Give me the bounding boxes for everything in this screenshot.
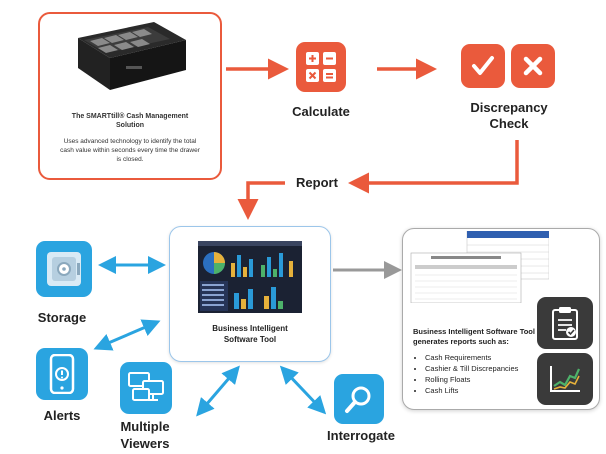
reports-list: Cash Requirements Cashier & Till Discrep… xyxy=(415,353,549,397)
phone-alert-icon xyxy=(36,348,88,400)
alerts-label: Alerts xyxy=(43,408,81,423)
calculate-label: Calculate xyxy=(292,104,350,119)
software-screenshot xyxy=(198,241,302,313)
cash-drawer-icon xyxy=(78,22,186,90)
report-item: Cash Lifts xyxy=(425,386,549,397)
safe-icon xyxy=(36,241,92,297)
report-item: Cash Requirements xyxy=(425,353,549,364)
arrow-interrogate xyxy=(279,365,327,415)
interrogate-label: Interrogate xyxy=(327,428,395,443)
report-item: Rolling Floats xyxy=(425,375,549,386)
trend-chart-icon xyxy=(537,353,593,405)
check-icon xyxy=(461,44,505,88)
reports-box: Business Intelligent Software Tool gener… xyxy=(402,228,600,410)
report-table-preview xyxy=(410,231,549,303)
product-box: The SMARTtill® Cash Management Solution … xyxy=(38,12,222,180)
arrow-discrepancy-to-report xyxy=(348,140,519,194)
hub-box: Business Intelligent Software Tool xyxy=(169,226,331,362)
reports-intro: Business Intelligent Software Tool gener… xyxy=(413,327,535,346)
calculator-icon xyxy=(296,42,346,92)
hub-title: Business Intelligent Software Tool xyxy=(212,324,288,344)
monitors-icon xyxy=(120,362,172,414)
storage-label: Storage xyxy=(37,310,87,325)
arrow-alerts xyxy=(93,319,161,351)
magnifier-icon xyxy=(334,374,384,424)
product-description: Uses advanced technology to identify the… xyxy=(60,138,200,163)
multiple-viewers-label: Multiple Viewers xyxy=(120,419,170,451)
report-item: Cashier & Till Discrepancies xyxy=(425,364,549,375)
discrepancy-check-label: Discrepancy Check xyxy=(470,100,548,131)
product-title: The SMARTtill® Cash Management Solution xyxy=(71,113,189,130)
cross-icon xyxy=(511,44,555,88)
report-label: Report xyxy=(296,175,338,190)
arrow-report-to-hub xyxy=(237,181,285,220)
arrow-viewers xyxy=(196,365,240,417)
clipboard-icon xyxy=(537,297,593,349)
